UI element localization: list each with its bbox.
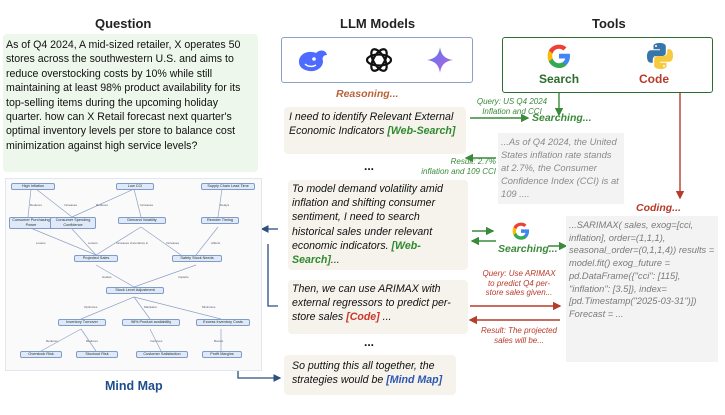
python-logo-icon: [647, 43, 673, 69]
openai-logo-icon: [365, 48, 393, 72]
mm-node-customer-satisfaction: Customer Satisfaction: [136, 351, 188, 358]
llm-models-header: LLM Models: [340, 16, 416, 31]
mm-node-demand-volatility: Demand Volatility: [118, 217, 166, 224]
mm-node-stockout-risk: Stockout Risk: [76, 351, 118, 358]
tools-header: Tools: [592, 16, 626, 31]
question-text: As of Q4 2024, A mid-sized retailer, X o…: [6, 39, 241, 152]
reasoning-step-4-text: So putting this all together, the strate…: [292, 360, 435, 387]
reasoning-step-2: To model demand volatility amid inflatio…: [288, 180, 468, 270]
reasoning-step-3: Then, we can use ARIMAX with external re…: [288, 280, 468, 334]
query-1-label: Query: US Q4 2024 Inflation and CCI: [476, 97, 548, 116]
deepseek-whale-icon: [299, 50, 327, 72]
mm-node-excess-costs: Excess Inventory Costs: [196, 319, 250, 326]
mm-edge-label: Increases: [64, 203, 78, 207]
search-result-box: ...As of Q4 2024, the United States infl…: [498, 133, 624, 204]
coding-label: Coding...: [636, 202, 681, 214]
web-search-tag: [Web-Search]: [387, 125, 456, 138]
mm-edge-label: Delays: [220, 203, 230, 207]
reasoning-step-2-suffix: ...: [330, 254, 340, 267]
mm-edge-label: Reduces: [30, 203, 42, 207]
mm-edge-label: Boosts: [214, 339, 224, 343]
question-header: Question: [95, 16, 152, 31]
code-tool-label: Code: [639, 72, 669, 86]
arrow-mindmap-to-final: [237, 368, 282, 382]
gemini-star-icon: [427, 47, 453, 73]
mm-node-safety-stock: Safety Stock Needs: [172, 255, 222, 262]
reasoning-step-2-text: To model demand volatility amid inflatio…: [292, 183, 443, 252]
mm-node-reorder-timing: Reorder Timing: [201, 217, 239, 224]
reasoning-step-1-text: I need to identify Relevant External Eco…: [289, 111, 454, 138]
google-g-icon: [547, 44, 570, 68]
mm-node-purchasing-power: Consumer Purchasing Power: [9, 217, 53, 229]
mind-map-panel: High Inflation Low CCI Supply Chain Lead…: [5, 178, 262, 371]
query-2-label: Query: Use ARIMAX to predict Q4 per- sto…: [482, 269, 556, 297]
mm-edge-label: Improves: [150, 339, 163, 343]
reasoning-step-3-suffix: ...: [379, 311, 392, 324]
searching-label-1: Searching...: [532, 112, 592, 124]
llm-models-panel: [281, 37, 473, 83]
question-panel: [3, 34, 258, 172]
mm-edge-label: Guides: [102, 275, 112, 279]
mm-edge-label: Minimizes: [202, 305, 216, 309]
reasoning-step-3-text: Then, we can use ARIMAX with external re…: [292, 283, 451, 324]
reasoning-step-4: So putting this all together, the strate…: [284, 355, 456, 395]
mm-node-high-inflation: High Inflation: [11, 183, 55, 190]
mm-node-profit-margins: Profit Margins: [202, 351, 242, 358]
mm-edge-label: Maintains: [144, 305, 157, 309]
mm-edge-label: Reduces: [46, 339, 58, 343]
mind-map-tag: [Mind Map]: [386, 374, 443, 387]
tools-panel: Search Code: [502, 37, 713, 93]
mm-node-supply-chain: Supply Chain Lead Time: [201, 183, 255, 190]
mm-edge-label: Optimizes: [84, 305, 98, 309]
mm-edge-label: Reduces: [86, 339, 98, 343]
arrow-reasoning-to-mindmap-mid: [267, 244, 278, 307]
mm-node-low-cci: Low CCI: [116, 183, 154, 190]
code-output-box: ...SARIMAX( sales, exog=[cci, inflation]…: [566, 216, 718, 362]
result-2-label: Result: The projected sales will be...: [480, 326, 558, 345]
mind-map-title: Mind Map: [105, 379, 163, 393]
mm-edge-label: Lowers: [36, 241, 46, 245]
reasoning-label: Reasoning...: [336, 88, 399, 100]
mind-map-edges: [27, 188, 223, 352]
result-1-label: Result: 2.7% inflation and 109 CCI: [421, 157, 496, 176]
search-tool-label: Search: [539, 72, 580, 86]
mm-edge-label: Increases: [140, 203, 154, 207]
mm-edge-label: Increases: [166, 241, 180, 245]
searching-label-2: Searching...: [498, 243, 558, 255]
mm-node-stock-level: Stock Level Adjustment: [106, 287, 164, 294]
mm-node-inventory-turnover: Inventory Turnover: [58, 319, 106, 326]
mm-node-spending-confidence: Consumer Spending Confidence: [50, 217, 96, 229]
google-g-icon-small: [512, 222, 530, 240]
web-search-tag: [Web-Search]: [292, 239, 421, 267]
ellipsis-1: ...: [364, 159, 375, 173]
mm-node-product-availability: 98% Product availability: [122, 319, 180, 326]
mm-edge-label: Impacts: [178, 275, 189, 279]
mm-node-projected-sales: Projected Sales: [74, 255, 118, 262]
ellipsis-2: ...: [364, 335, 375, 349]
mm-node-overstock-risk: Overstock Risk: [20, 351, 62, 358]
mm-edge-label: Reduces: [96, 203, 108, 207]
mm-edge-label: Lowers: [88, 241, 98, 245]
reasoning-step-1: I need to identify Relevant External Eco…: [284, 107, 466, 154]
mm-edge-label: Increases Uncertainty in: [116, 241, 149, 245]
code-tag: [Code]: [346, 311, 380, 324]
mm-edge-label: Affects: [211, 241, 221, 245]
